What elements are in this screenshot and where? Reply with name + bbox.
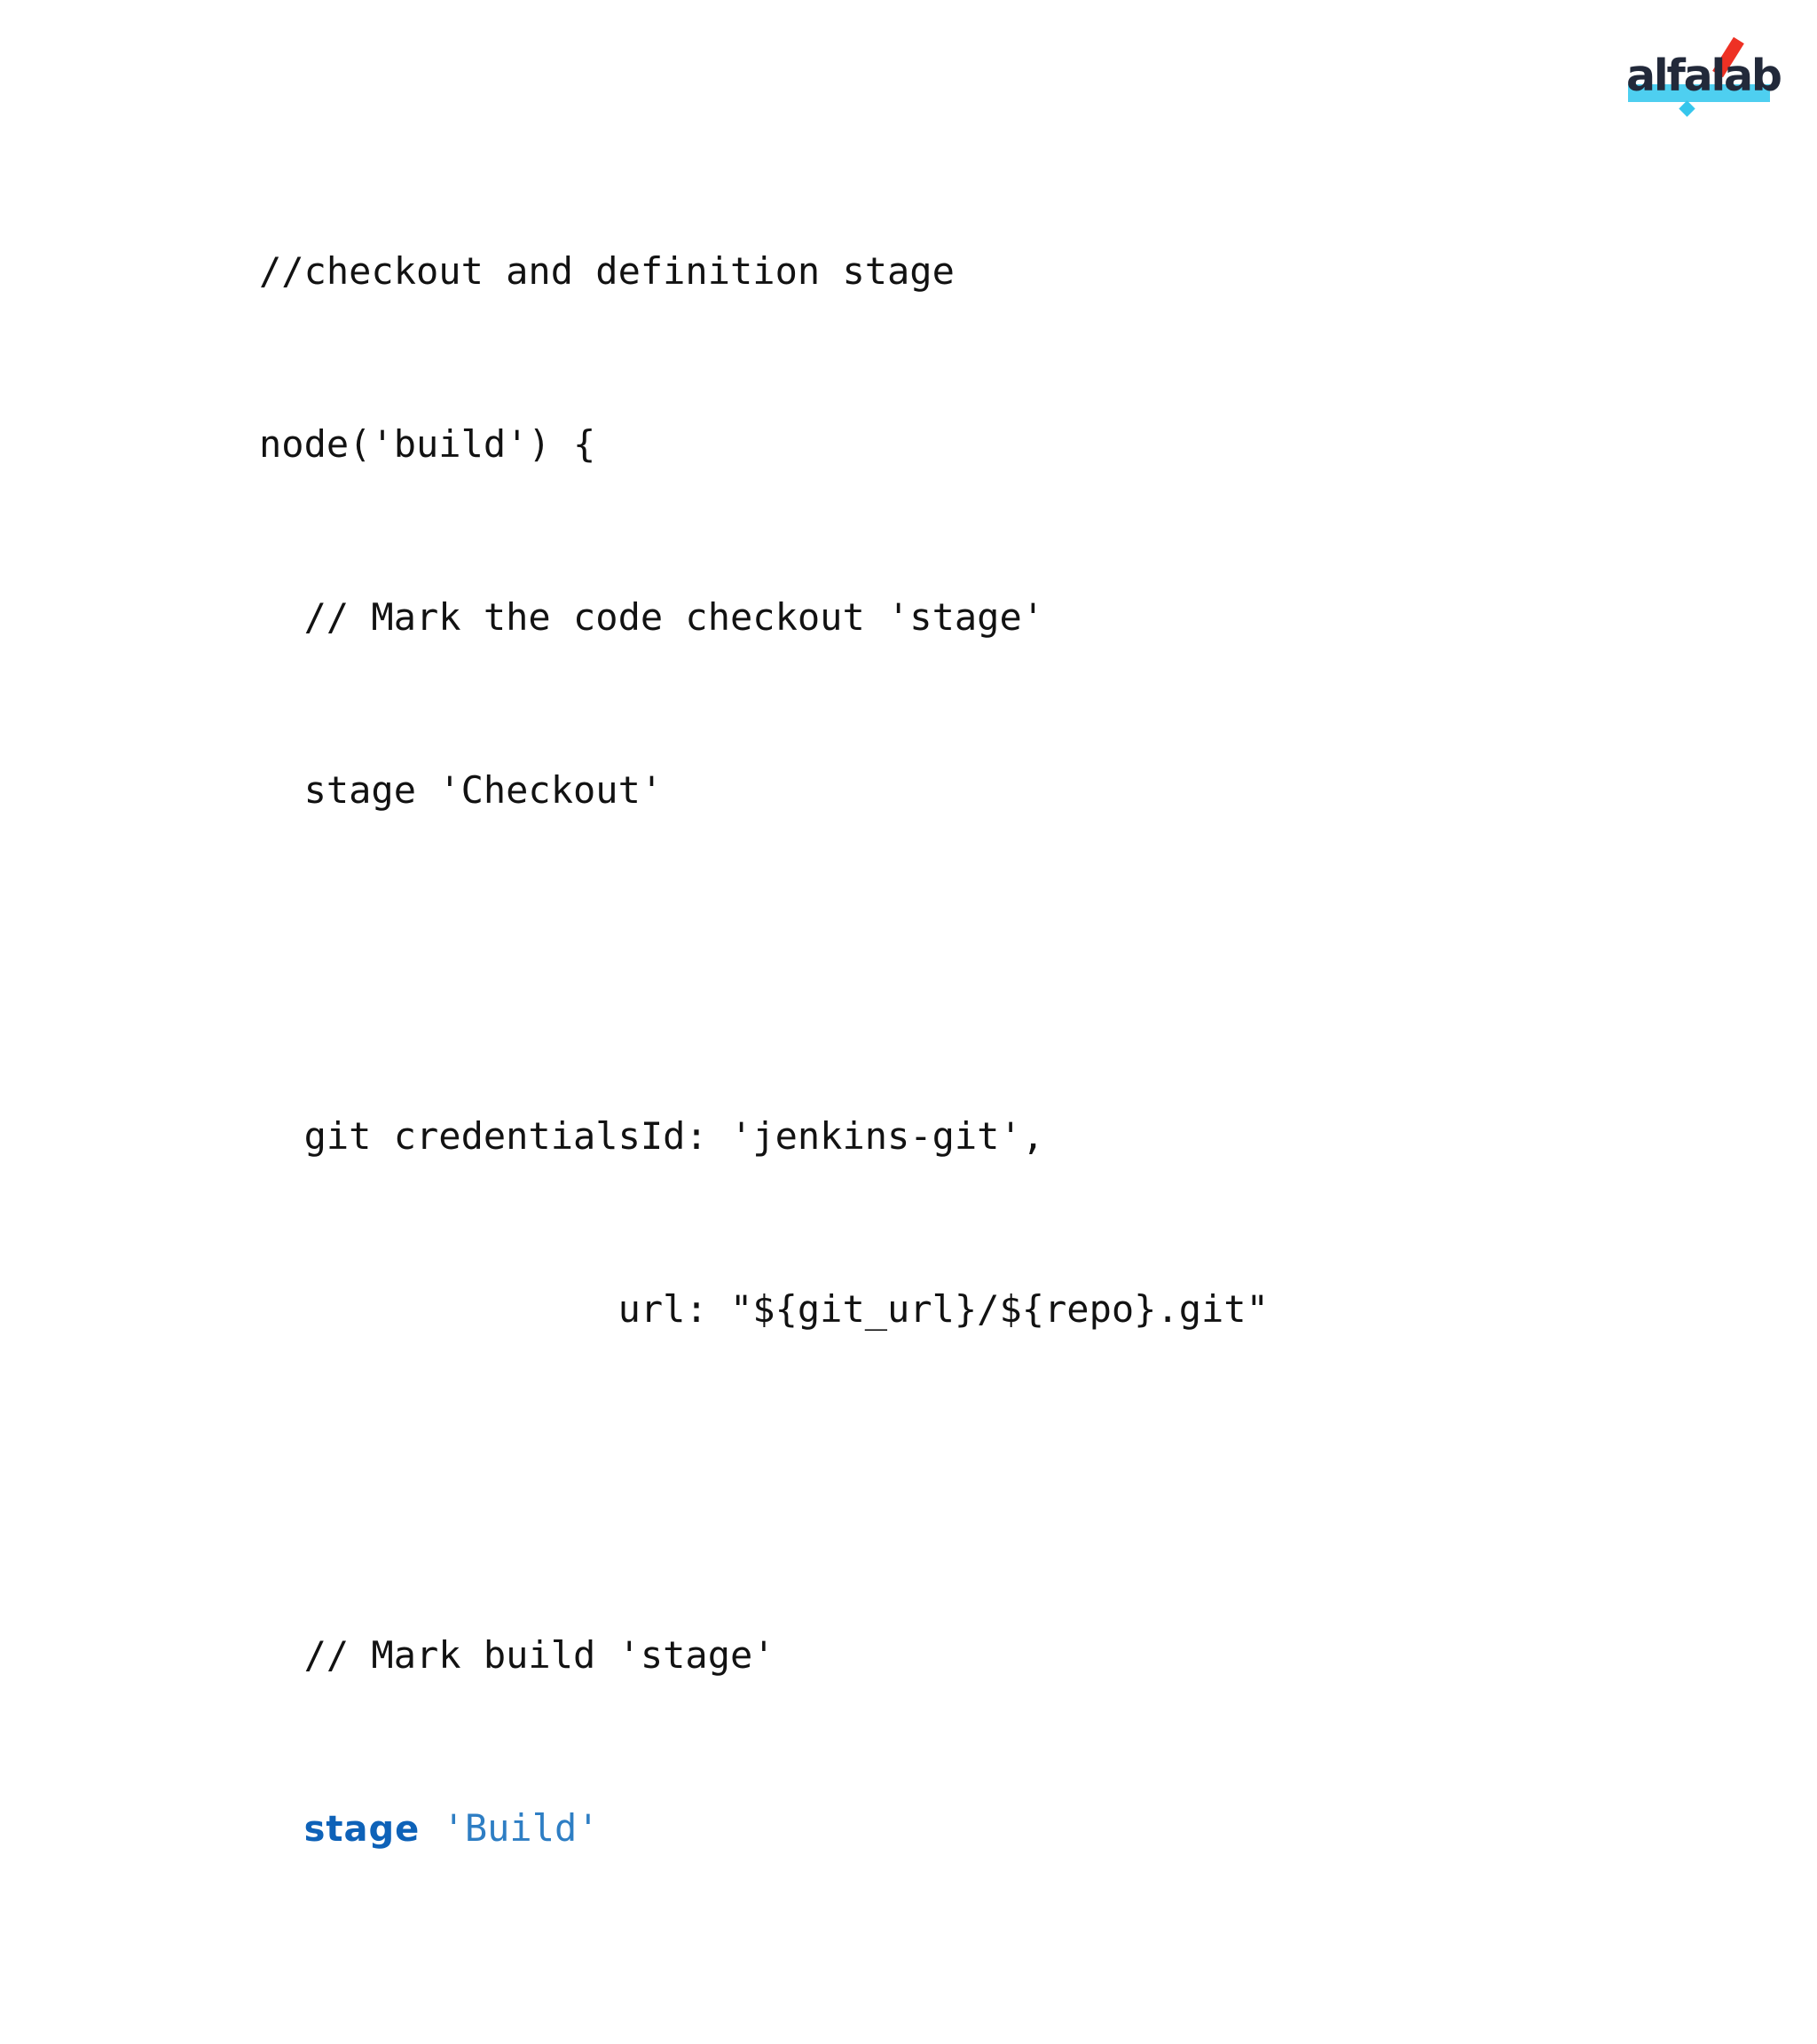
code-line-blank <box>259 1972 1269 2030</box>
code-line: // Mark build 'stage' <box>259 1633 775 1677</box>
logo-wordmark: alfalab <box>1626 51 1782 101</box>
code-line: git credentialsId: 'jenkins-git', <box>259 1114 1045 1158</box>
code-block: //checkout and definition stage node('bu… <box>259 127 1269 2044</box>
code-line-blank <box>259 934 1269 992</box>
code-keyword-stage: stage <box>303 1809 421 1850</box>
code-line: node('build') { <box>259 422 596 466</box>
code-line-highlighted: stage 'Build' <box>259 1799 1269 1857</box>
code-line: // Mark the code checkout 'stage' <box>259 595 1045 639</box>
code-string-build: 'Build' <box>442 1806 600 1850</box>
logo-underline-bar <box>1628 84 1770 102</box>
logo-diamond-icon <box>1679 100 1695 117</box>
code-line-blank <box>259 1453 1269 1511</box>
alfalab-logo: alfalab <box>1626 35 1782 117</box>
code-line: url: "${git_url}/${repo}.git" <box>259 1287 1269 1331</box>
code-line: stage 'Checkout' <box>259 768 664 812</box>
code-line: //checkout and definition stage <box>259 249 955 293</box>
